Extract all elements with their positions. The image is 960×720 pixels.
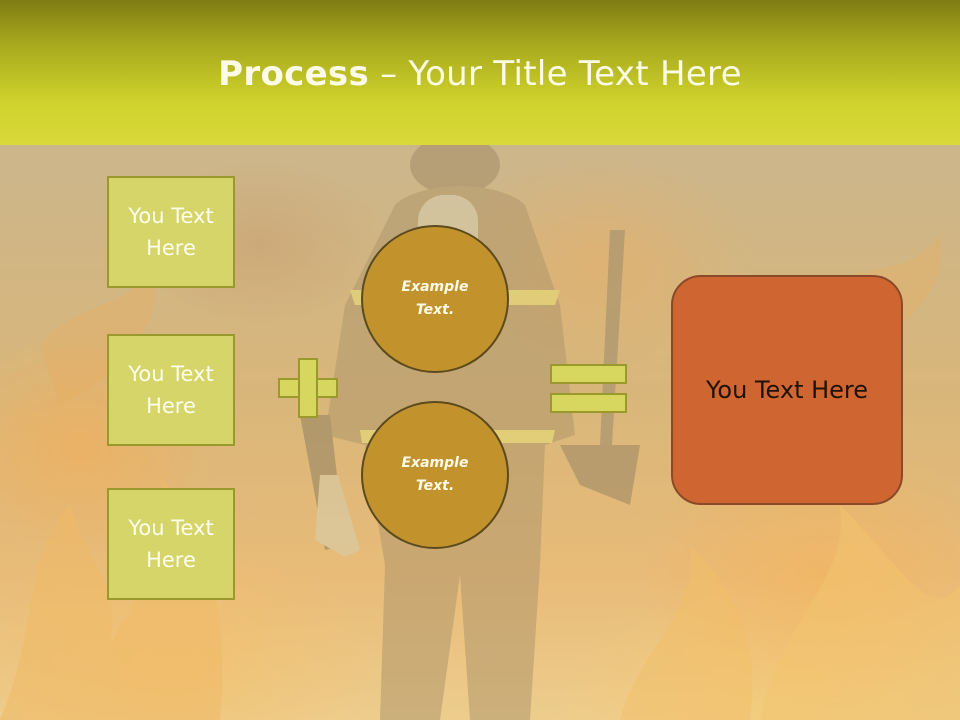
text-box-3[interactable]: You Text Here <box>107 488 235 600</box>
plus-center <box>300 380 316 396</box>
text-box-1-label: You Text Here <box>128 204 214 260</box>
slide-title-bold: Process <box>218 54 370 94</box>
example-circle-1[interactable]: Example Text. <box>361 225 509 373</box>
slide-title[interactable]: Process – Your Title Text Here <box>0 52 960 96</box>
example-circle-2-label: Example Text. <box>401 455 469 494</box>
result-box-label: You Text Here <box>705 376 869 404</box>
text-box-3-label: You Text Here <box>128 516 214 572</box>
result-box[interactable]: You Text Here <box>671 275 903 505</box>
plus-icon[interactable] <box>278 358 338 418</box>
text-box-1[interactable]: You Text Here <box>107 176 235 288</box>
text-box-2-label: You Text Here <box>128 362 214 418</box>
slide-title-rest: – Your Title Text Here <box>369 54 742 94</box>
title-band: Process – Your Title Text Here <box>0 0 960 145</box>
example-circle-2[interactable]: Example Text. <box>361 401 509 549</box>
equals-icon-bottom-bar[interactable] <box>550 393 627 413</box>
equals-icon-top-bar[interactable] <box>550 364 627 384</box>
text-box-2[interactable]: You Text Here <box>107 334 235 446</box>
example-circle-1-label: Example Text. <box>401 279 469 318</box>
